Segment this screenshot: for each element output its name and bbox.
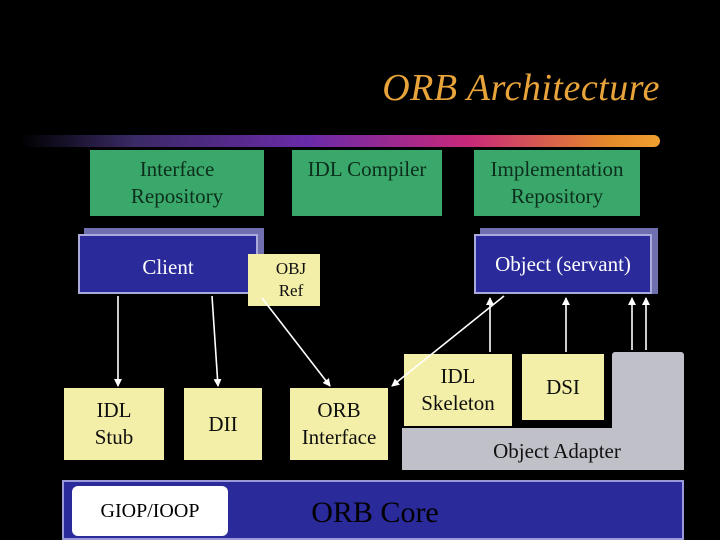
giop-iiop-box: GIOP/IOOP — [72, 486, 228, 536]
orb-core-label: ORB Core — [311, 495, 439, 529]
dii-box: DII — [184, 388, 262, 460]
client-box: Client — [78, 234, 258, 294]
obj-ref-box: OBJ Ref — [248, 254, 320, 306]
interface-repository-box: Interface Repository — [90, 150, 264, 216]
arrow-client-to-orb-interface — [261, 297, 331, 387]
arrow-object-to-orb-interface — [391, 295, 505, 387]
object-servant-box: Object (servant) — [474, 234, 652, 294]
object-adapter-label: Object Adapter — [493, 438, 621, 463]
idl-compiler-box: IDL Compiler — [292, 150, 442, 216]
arrow-client-to-dii — [211, 295, 222, 387]
idl-skeleton-box: IDL Skeleton — [404, 354, 512, 426]
implementation-repository-box: Implementation Repository — [474, 150, 640, 216]
title-underline-rule — [20, 135, 660, 147]
orb-interface-box: ORB Interface — [290, 388, 388, 460]
idl-stub-box: IDL Stub — [64, 388, 164, 460]
dsi-box: DSI — [522, 354, 604, 420]
slide-title: ORB Architecture — [382, 67, 660, 109]
object-adapter-base — [402, 428, 684, 470]
